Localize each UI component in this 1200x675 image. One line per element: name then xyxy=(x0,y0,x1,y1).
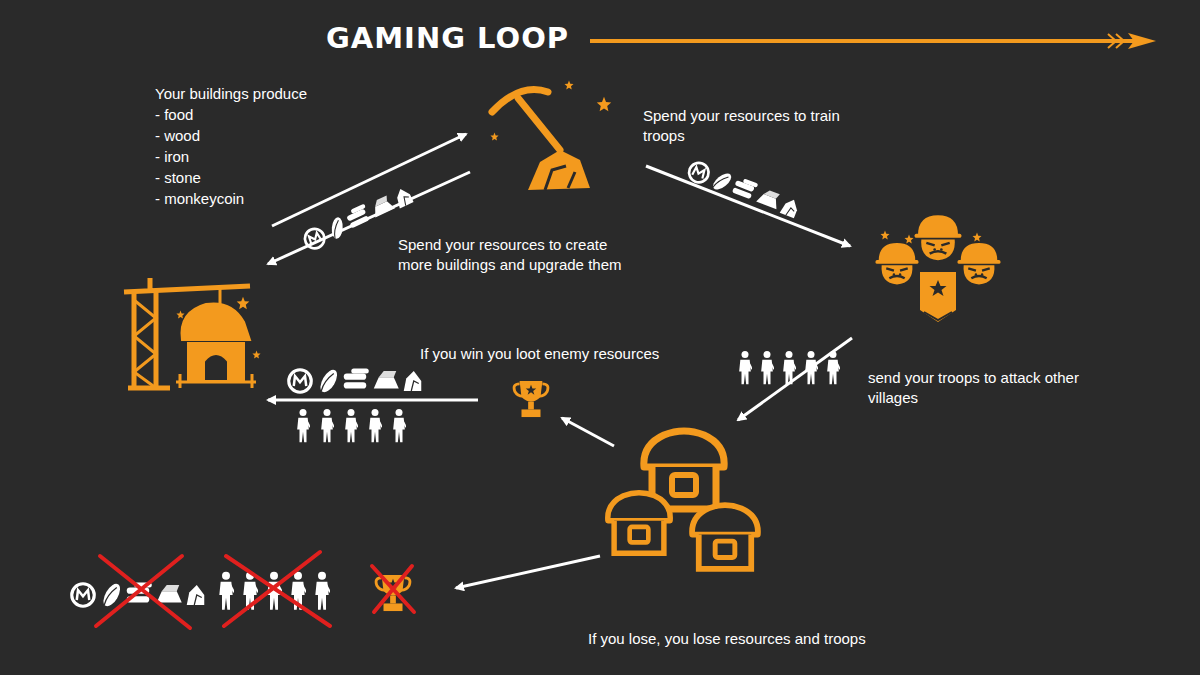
note-text: Your buildings produce xyxy=(155,84,307,104)
step-label: send your troops to attack other village… xyxy=(868,368,1103,408)
list-item: - iron xyxy=(155,147,189,167)
soldier-icons xyxy=(219,351,840,610)
step-label: If you win you loot enemy resources xyxy=(420,344,659,364)
title-arrow xyxy=(590,33,1156,49)
building-icon xyxy=(124,278,261,388)
step-label: Spend your resources to train troops xyxy=(643,106,868,146)
list-item: - wood xyxy=(155,126,200,146)
list-item: - monkeycoin xyxy=(155,189,244,209)
resource-icons xyxy=(72,158,802,609)
mine-icon xyxy=(490,81,611,191)
step-label: Spend your resources to create more buil… xyxy=(398,235,643,275)
loop-arrows xyxy=(268,134,852,588)
troops-icon xyxy=(876,215,1001,322)
step-label: If you lose, you lose resources and troo… xyxy=(588,629,866,649)
red-crosses xyxy=(96,552,414,628)
list-item: - stone xyxy=(155,168,201,188)
diagram-title: GAMING LOOP xyxy=(326,21,569,55)
trophy-icon xyxy=(514,381,548,417)
village-icon xyxy=(608,431,758,569)
list-item: - food xyxy=(155,105,193,125)
